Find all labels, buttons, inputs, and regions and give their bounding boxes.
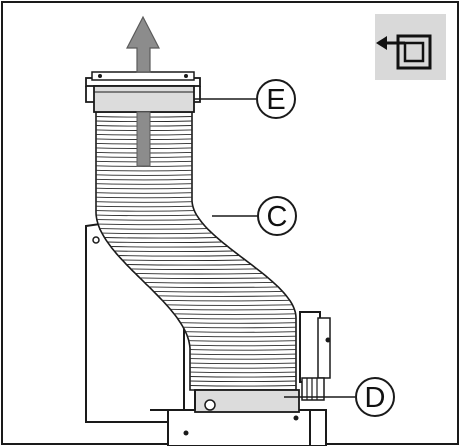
airflow-up-arrow-icon [126,15,160,167]
callout-d-label: D [365,382,386,414]
hose-rib [162,299,290,302]
callout-e: E [256,79,296,119]
hose-rib [185,331,297,333]
hose-rib [95,174,193,176]
callout-e-label: E [266,84,285,116]
hose-rib [188,340,297,342]
hose-rib [95,205,193,208]
hose-rib [189,367,297,369]
hose-rib [183,326,297,329]
hose-rib [189,344,297,347]
hose-rib [157,295,287,297]
window-adapter [85,71,201,113]
callout-c: C [257,196,297,236]
callout-d: D [355,377,395,417]
hose-rib [170,308,295,311]
hose-rib [189,353,297,356]
hose-rib [153,290,283,293]
hose-rib [177,317,297,320]
hose-rib [95,183,193,185]
hose-rib [122,259,246,262]
hose-rib [187,335,297,338]
hose-rib [173,313,296,315]
hose-rib [95,196,193,199]
hose-rib [97,223,204,226]
hose-rib [144,281,274,284]
hose-connector-collar [194,389,300,413]
hose-rib [95,192,193,194]
hose-rib [189,380,297,383]
hose-rib [95,201,193,203]
hose-rib [126,264,252,266]
wall-bracket [299,311,331,401]
hose-rib [148,286,279,288]
hose-rib [95,169,193,172]
hose-rib [180,322,297,324]
hose-rib [96,219,200,221]
exhaust-direction-icon [375,14,446,80]
hose-rib [96,214,197,217]
hose-rib [107,241,223,244]
hose-rib [166,304,293,306]
hose-rib [189,385,297,387]
hose-rib [135,272,263,275]
hose-rib [101,232,212,235]
hose-rib [114,250,234,253]
hose-rib [189,362,297,365]
hose-rib [99,228,208,230]
hose-rib [104,237,217,239]
hose-rib [189,349,297,351]
hose-rib [118,255,240,257]
hose-rib [139,277,269,279]
hose-rib [189,371,297,374]
hose-rib [189,376,297,378]
hose-rib [95,178,193,181]
hose-rib [189,358,297,360]
callout-c-label: C [267,201,288,233]
hose-rib [130,268,258,270]
flexible-exhaust-hose [95,111,297,391]
hose-rib [110,246,228,248]
hose-rib [95,187,193,190]
hose-rib [95,210,195,212]
appliance-base [150,409,327,446]
